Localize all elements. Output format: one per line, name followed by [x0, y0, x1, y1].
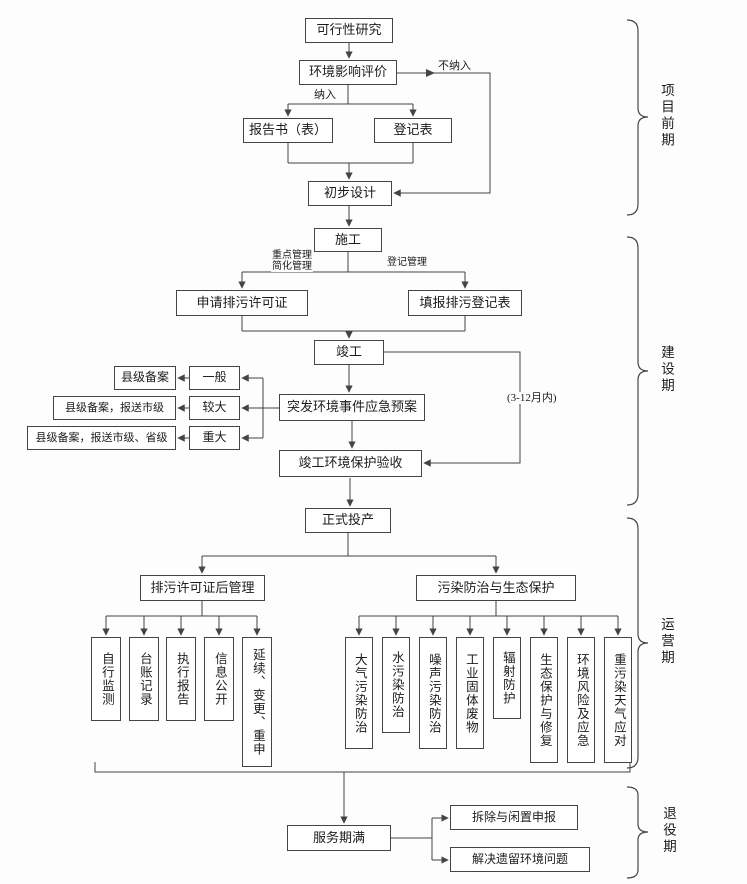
node-completion: 竣工 — [314, 340, 384, 365]
node-report-form: 报告书（表） — [243, 118, 333, 143]
node-fill-discharge-registration: 填报排污登记表 — [408, 290, 522, 316]
node-permit-post-management: 排污许可证后管理 — [140, 575, 265, 601]
node-self-monitoring: 自行监测 — [91, 637, 121, 721]
node-feasibility-study: 可行性研究 — [305, 18, 393, 43]
node-air-pollution-control: 大气污染防治 — [345, 637, 373, 749]
node-radiation-protection: 辐射防护 — [493, 637, 521, 719]
node-industrial-solid-waste: 工业固体废物 — [456, 637, 484, 749]
phase-braces — [626, 19, 649, 879]
node-construction: 施工 — [314, 228, 382, 252]
node-renewal-change-reapply: 延续、变更、重申 — [242, 637, 272, 767]
node-ledger-records: 台账记录 — [129, 637, 159, 721]
node-info-disclosure: 信息公开 — [204, 637, 234, 721]
node-noise-pollution-control: 噪声污染防治 — [419, 637, 447, 749]
node-ecology-protection-restoration: 生态保护与修复 — [530, 637, 558, 763]
label-months-window: (3-12月内) — [506, 392, 558, 405]
node-demolition-idle-declaration: 拆除与闲置申报 — [450, 805, 578, 830]
node-filing-county-city-province: 县级备案，报送市级、省级 — [27, 426, 176, 450]
node-emergency-plan: 突发环境事件应急预案 — [279, 394, 425, 421]
node-official-production: 正式投产 — [305, 508, 391, 533]
node-registration-form: 登记表 — [374, 118, 452, 143]
node-filing-county-city: 县级备案，报送市级 — [53, 396, 176, 420]
phase-pre-project: 项目前期 — [659, 83, 674, 149]
label-included: 纳入 — [313, 89, 337, 102]
node-apply-discharge-permit: 申请排污许可证 — [176, 290, 308, 316]
brace-construction — [626, 236, 649, 506]
brace-pre-project — [626, 19, 649, 216]
node-level-general: 一般 — [189, 366, 240, 390]
node-level-major: 重大 — [189, 426, 240, 450]
node-water-pollution-control: 水污染防治 — [382, 637, 410, 733]
node-execution-report: 执行报告 — [166, 637, 196, 721]
brace-decommission — [626, 786, 649, 879]
not-included-direction-arrow — [426, 69, 435, 77]
label-key-management: 重点管理 — [271, 250, 313, 261]
node-completion-acceptance: 竣工环境保护验收 — [279, 450, 422, 477]
phase-operation: 运营期 — [659, 617, 674, 667]
node-service-expiry: 服务期满 — [287, 825, 391, 851]
phase-decommission: 退役期 — [661, 806, 676, 856]
node-level-larger: 较大 — [189, 396, 240, 420]
label-simplified-management: 简化管理 — [271, 261, 313, 272]
node-filing-county: 县级备案 — [114, 366, 176, 390]
node-legacy-environment-issues: 解决遗留环境问题 — [450, 847, 590, 872]
node-environment-risk-emergency: 环境风险及应急 — [567, 637, 595, 763]
flow-edges — [94, 43, 631, 864]
label-not-included: 不纳入 — [437, 60, 472, 73]
node-pollution-ecology-protection: 污染防治与生态保护 — [416, 575, 576, 601]
brace-operation — [626, 517, 649, 769]
node-preliminary-design: 初步设计 — [308, 181, 392, 206]
node-eia: 环境影响评价 — [299, 60, 397, 85]
label-registration-management: 登记管理 — [386, 257, 428, 268]
phase-construction: 建设期 — [659, 345, 674, 395]
node-heavy-pollution-weather: 重污染天气应对 — [604, 637, 632, 763]
